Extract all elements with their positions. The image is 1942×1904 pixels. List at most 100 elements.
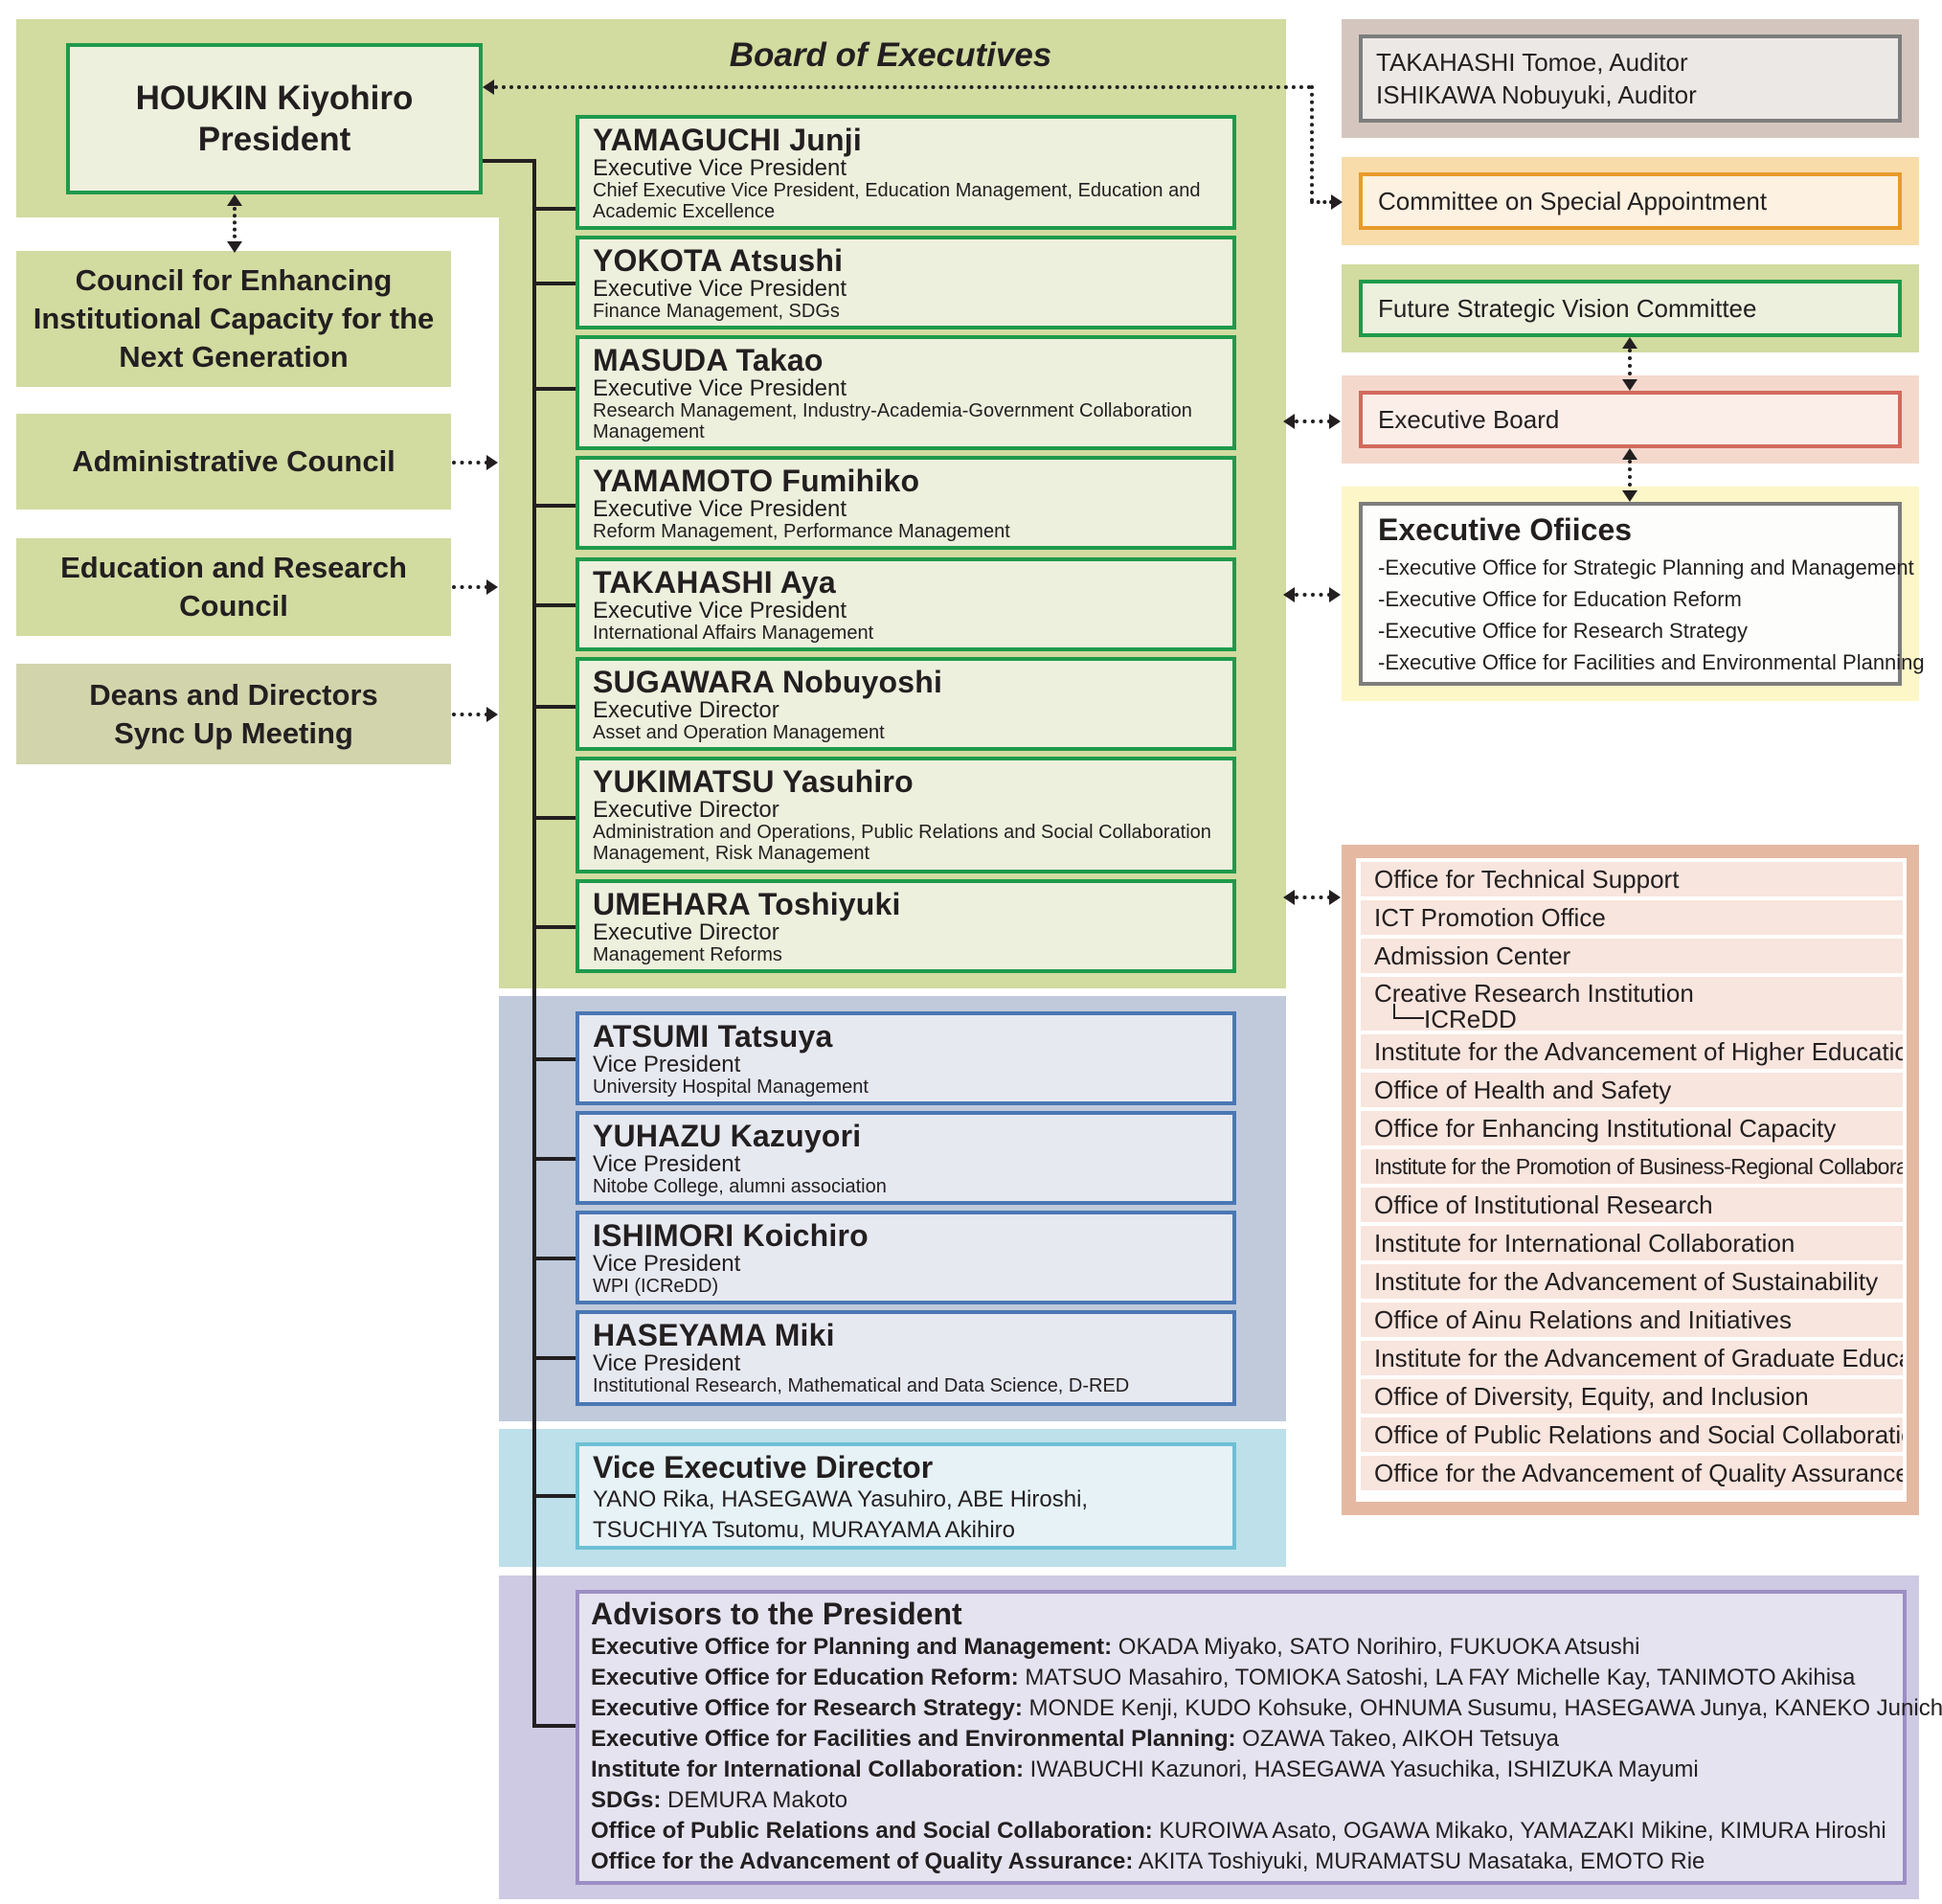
vice-president-name: ISHIMORI Koichiro [593,1218,869,1253]
office-item-label: Creative Research Institution [1374,979,1694,1008]
executive-responsibility: Administration and Operations, Public Re… [593,822,1211,864]
edu-council-connector [452,585,488,589]
advisor-names: MONDE Kenji, KUDO Kohsuke, OHNUMA Susumu… [1022,1695,1942,1721]
executive-card: YAMAGUCHI Junji Executive Vice President… [576,115,1236,230]
office-item: Institute for the Promotion of Business-… [1361,1149,1903,1184]
vice-exec-box: Vice Executive Director YANO Rika, HASEG… [576,1442,1236,1550]
executive-board-label: Executive Board [1378,404,1560,434]
advisors-title: Advisors to the President [591,1597,962,1631]
branch-5 [532,705,576,709]
executive-card: MASUDA Takao Executive Vice President Re… [576,335,1236,450]
arrow-up-icon [1622,448,1637,460]
arrow-down-icon [227,241,242,253]
advisor-row: Office of Public Relations and Social Co… [591,1816,1899,1847]
executive-name: TAKAHASHI Aya [593,565,836,600]
advisor-names: DEMURA Makoto [661,1787,848,1813]
future-vision-label: Future Strategic Vision Committee [1378,293,1757,323]
special-appointment-connector-vertical [1310,85,1314,202]
administrative-council-label: Administrative Council [72,444,395,478]
executive-name: YUKIMATSU Yasuhiro [593,764,914,799]
executive-card: YOKOTA Atsushi Executive Vice President … [576,236,1236,329]
advisor-names: AKITA Toshiyuki, MURAMATSU Masataka, EMO… [1133,1848,1705,1874]
board-executive-offices-connector [1295,593,1331,597]
vice-president-card: ISHIMORI Koichiro Vice President WPI (IC… [576,1211,1236,1304]
arrow-left-icon [1283,587,1295,602]
office-item: Office of Health and Safety [1361,1073,1903,1107]
arrow-right-icon [1331,194,1343,210]
arrow-right-icon [486,707,498,722]
arrow-right-icon [486,579,498,595]
executive-offices-box: Executive Ofiices -Executive Office for … [1359,502,1925,686]
executive-name: YOKOTA Atsushi [593,243,844,278]
advisor-row: Institute for International Collaboratio… [591,1755,1899,1785]
advisor-names: IWABUCHI Kazunori, HASEGAWA Yasuchika, I… [1024,1757,1699,1782]
president-name: HOUKIN Kiyohiro [135,79,414,117]
icredd-label: ICReDD [1424,1005,1517,1031]
arrow-right-icon [1329,414,1341,429]
executive-role: Executive Director [593,697,779,723]
vice-president-responsibility: University Hospital Management [593,1077,869,1098]
arrow-left-icon [1283,414,1295,429]
office-item: Office of Diversity, Equity, and Inclusi… [1361,1379,1903,1414]
executive-role: Executive Vice President [593,276,847,302]
president-title: President [197,121,351,158]
arrow-down-icon [1622,379,1637,391]
arrow-up-icon [1622,337,1637,349]
branch-8 [532,1057,576,1061]
administrative-council: Administrative Council [16,414,451,510]
branch-6 [532,816,576,820]
executive-role: Executive Vice President [593,598,847,623]
office-item: Office for Enhancing Institutional Capac… [1361,1111,1903,1145]
council-next-generation: Council for Enhancing Institutional Capa… [16,251,451,387]
president-box: HOUKIN Kiyohiro President [66,43,483,194]
office-item: Institute for the Advancement of Higher … [1361,1034,1903,1069]
advisor-row: Office for the Advancement of Quality As… [591,1847,1899,1877]
executive-name: UMEHARA Toshiyuki [593,887,901,921]
branch-2 [532,387,576,391]
branch-11 [532,1356,576,1360]
branch-7 [532,925,576,929]
branch-12 [532,1494,576,1498]
auditor-2: ISHIKAWA Nobuyuki, Auditor [1376,80,1697,109]
branch-1 [532,282,576,285]
tree-branch-icon [1393,1004,1424,1019]
vice-president-card: HASEYAMA Miki Vice President Institution… [576,1310,1236,1406]
executive-role: Executive Director [593,919,779,945]
vice-president-responsibility: WPI (ICReDD) [593,1276,719,1297]
advisor-row: Executive Office for Planning and Manage… [591,1632,1899,1663]
vice-president-role: Vice President [593,1350,741,1376]
arrow-right-icon [486,455,498,470]
advisor-names: OKADA Miyako, SATO Norihiro, FUKUOKA Ats… [1112,1634,1640,1660]
board-offices-connector [1628,460,1632,494]
executive-name: YAMAGUCHI Junji [593,123,862,157]
vice-president-responsibility: Nitobe College, alumni association [593,1176,887,1197]
advisor-org: Executive Office for Planning and Manage… [591,1634,1113,1660]
arrow-down-icon [1622,490,1637,502]
executive-card: YUKIMATSU Yasuhiro Executive Director Ad… [576,757,1236,873]
board-executive-board-connector [1295,419,1331,423]
executive-card: YAMAMOTO Fumihiko Executive Vice Preside… [576,456,1236,550]
executive-card: SUGAWARA Nobuyoshi Executive Director As… [576,657,1236,751]
advisor-row: Executive Office for Education Reform: M… [591,1663,1899,1693]
executive-name: MASUDA Takao [593,343,824,377]
office-item: Office for the Advancement of Quality As… [1361,1456,1903,1490]
executive-responsibility: Research Management, Industry-Academia-G… [593,400,1192,442]
executive-responsibility: International Affairs Management [593,623,874,644]
office-item: Office of Public Relations and Social Co… [1361,1417,1903,1452]
deans-directors-meeting-label: Deans and Directors Sync Up Meeting [89,677,378,750]
branch-4 [532,603,576,607]
future-vision-box: Future Strategic Vision Committee [1359,280,1902,337]
executive-name: YAMAMOTO Fumihiko [593,464,920,498]
admin-council-connector [452,461,488,465]
office-item-creative: Creative Research Institution ICReDD [1361,977,1903,1031]
vice-exec-line1: YANO Rika, HASEGAWA Yasuhiro, ABE Hirosh… [593,1486,1089,1512]
advisor-org: Office for the Advancement of Quality As… [591,1848,1134,1874]
executive-board-box: Executive Board [1359,391,1902,448]
executive-card: UMEHARA Toshiyuki Executive Director Man… [576,879,1236,973]
arrow-left-icon [483,79,494,95]
advisor-org: Executive Office for Facilities and Envi… [591,1726,1236,1752]
vice-president-role: Vice President [593,1251,741,1277]
executive-card: TAKAHASHI Aya Executive Vice President I… [576,557,1236,651]
vision-board-connector [1628,349,1632,383]
education-research-council: Education and Research Council [16,538,451,636]
